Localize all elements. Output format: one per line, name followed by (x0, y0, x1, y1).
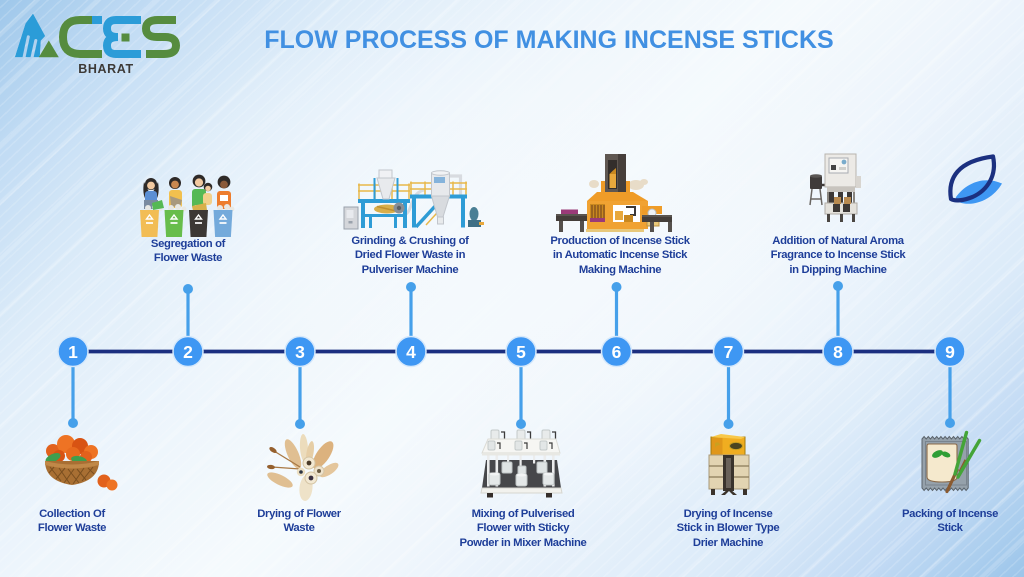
svg-text:8: 8 (833, 342, 843, 362)
svg-text:6: 6 (612, 342, 622, 362)
svg-text:2: 2 (183, 342, 193, 362)
svg-text:1: 1 (68, 342, 78, 362)
svg-text:3: 3 (295, 342, 305, 362)
svg-text:9: 9 (945, 342, 955, 362)
svg-text:7: 7 (724, 342, 734, 362)
svg-text:4: 4 (406, 342, 416, 362)
svg-text:5: 5 (516, 342, 526, 362)
